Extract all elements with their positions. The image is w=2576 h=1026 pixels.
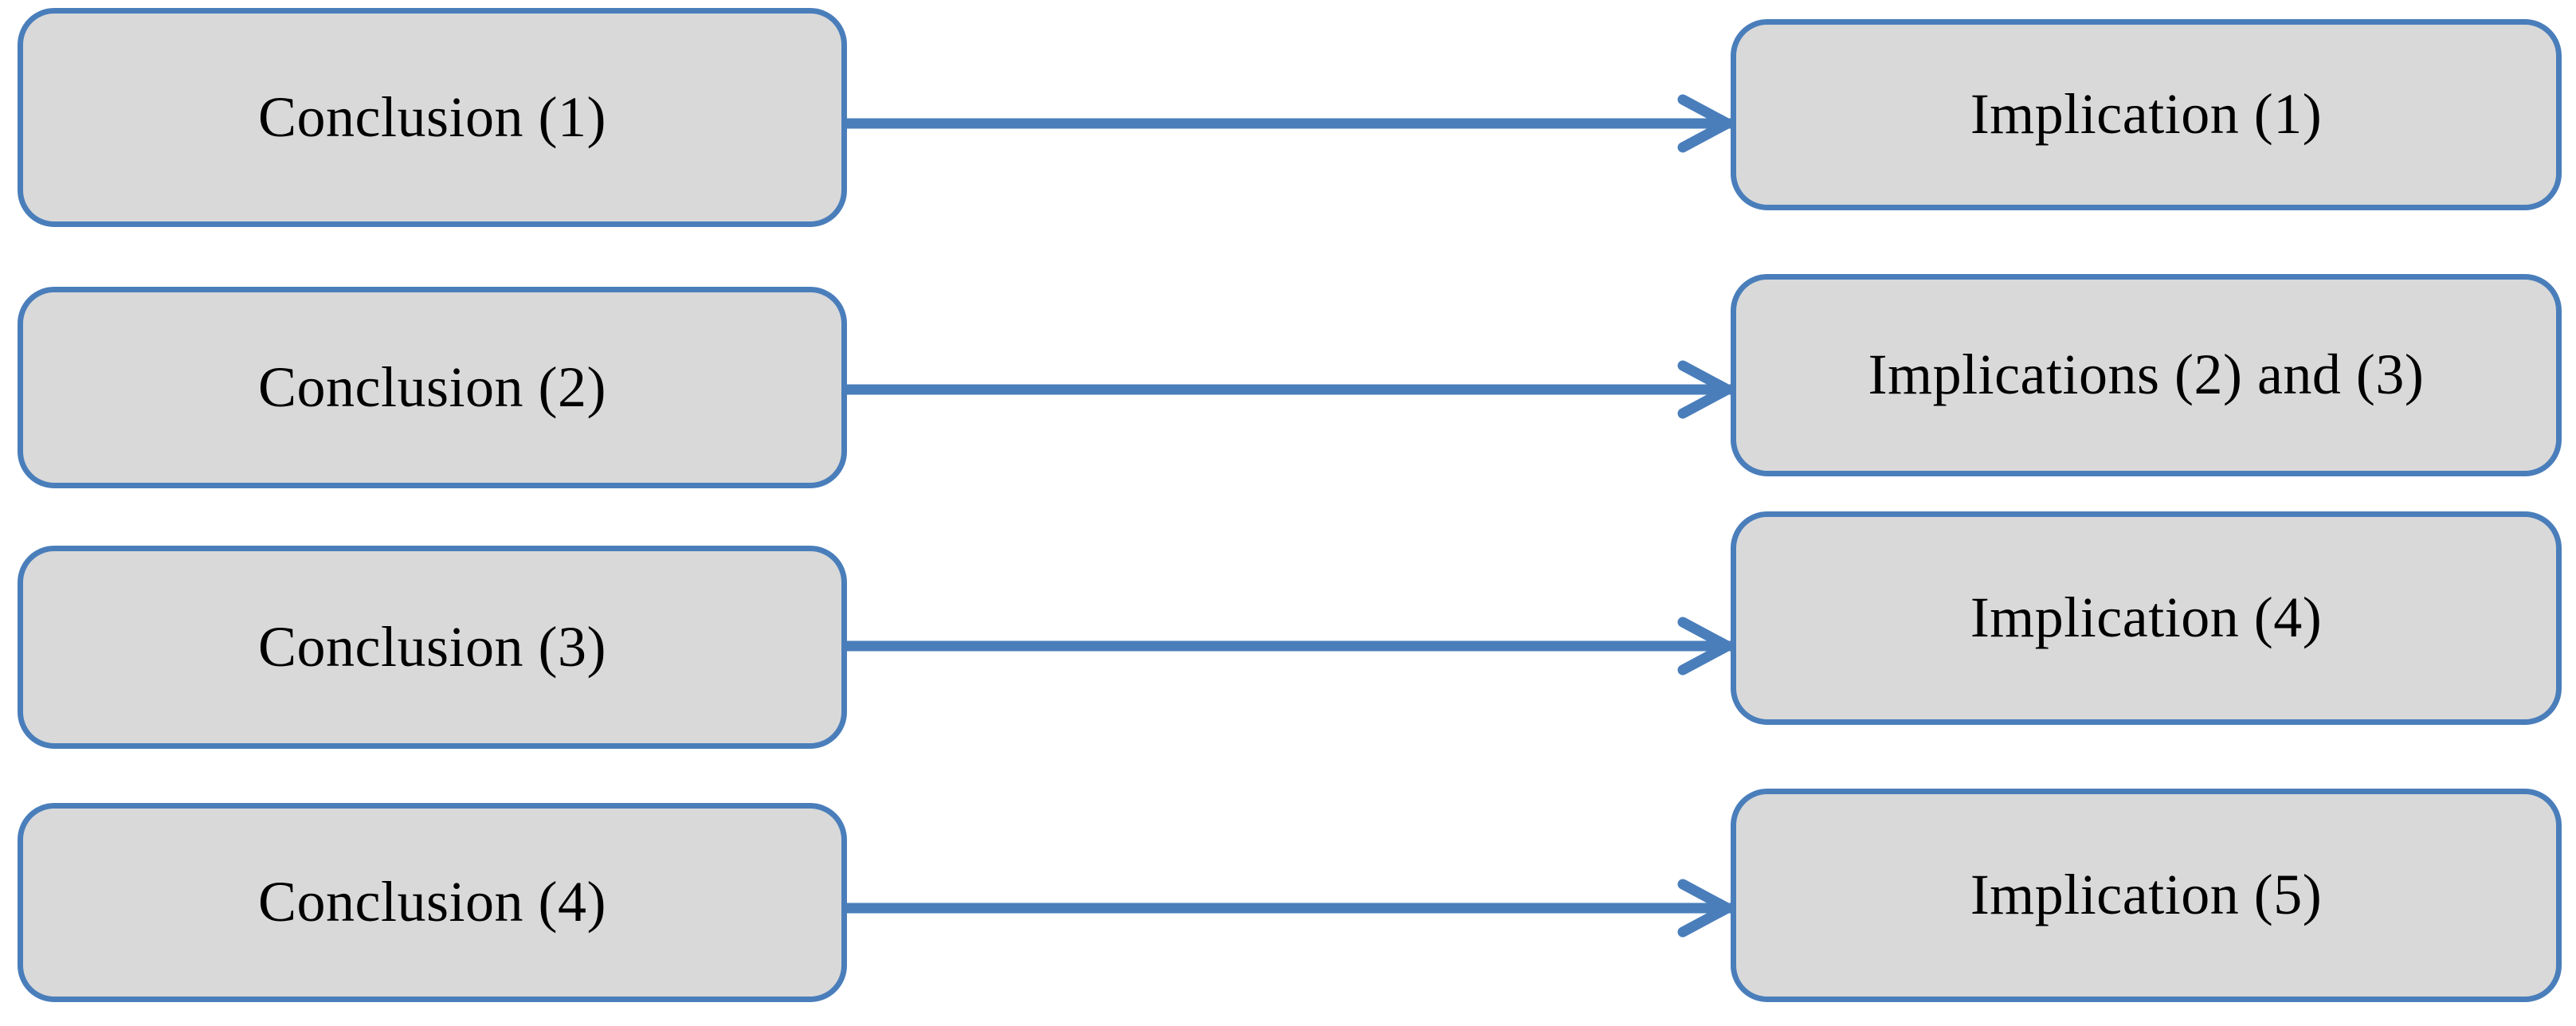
implication-node-3[interactable]: Implication (4) xyxy=(1731,511,2562,725)
conclusion-node-1-label: Conclusion (1) xyxy=(258,84,606,149)
arrow-conclusion-2-to-implications-2-3 xyxy=(847,360,1733,419)
implication-node-4-label: Implication (5) xyxy=(1970,863,2323,927)
arrow-conclusion-4-to-implication-5 xyxy=(847,879,1733,938)
conclusion-node-3-label: Conclusion (3) xyxy=(258,614,606,679)
arrow-conclusion-1-to-implication-1 xyxy=(847,94,1733,153)
conclusion-node-4-label: Conclusion (4) xyxy=(258,870,606,934)
conclusion-node-3[interactable]: Conclusion (3) xyxy=(18,546,847,749)
implication-node-3-label: Implication (4) xyxy=(1970,585,2323,650)
implication-node-1-label: Implication (1) xyxy=(1970,82,2323,147)
conclusion-node-2[interactable]: Conclusion (2) xyxy=(18,287,847,488)
implication-node-4[interactable]: Implication (5) xyxy=(1731,789,2562,1002)
conclusion-node-2-label: Conclusion (2) xyxy=(258,354,606,419)
implication-node-2[interactable]: Implications (2) and (3) xyxy=(1731,274,2562,476)
conclusion-node-4[interactable]: Conclusion (4) xyxy=(18,803,847,1002)
arrow-conclusion-3-to-implication-4 xyxy=(847,617,1733,676)
conclusion-node-1[interactable]: Conclusion (1) xyxy=(18,8,847,227)
implication-node-2-label: Implications (2) and (3) xyxy=(1868,343,2425,407)
implication-node-1[interactable]: Implication (1) xyxy=(1731,19,2562,210)
